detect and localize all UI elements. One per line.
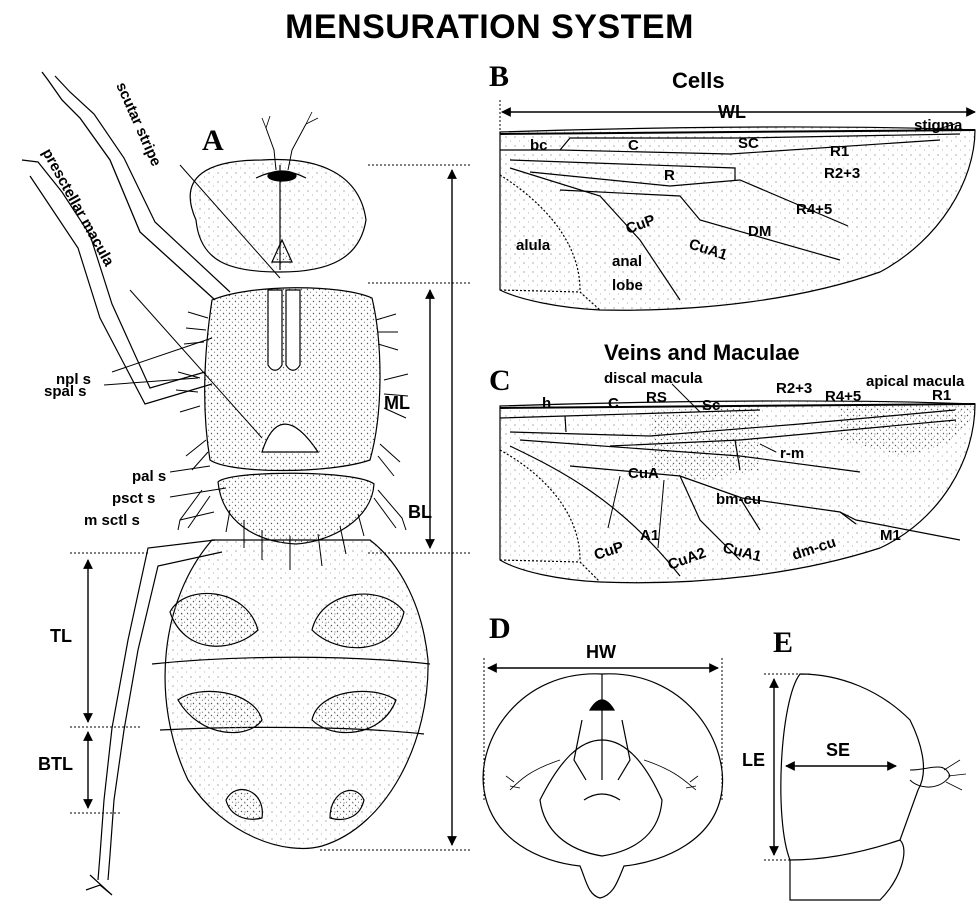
wing-b-outline xyxy=(500,127,975,310)
discal-macula-shape xyxy=(650,408,760,480)
label-tl: TL xyxy=(50,626,72,646)
scutar-stripe-shape xyxy=(268,290,282,370)
label-r1-vein: R1 xyxy=(932,387,951,404)
label-c-cell: C xyxy=(628,137,639,154)
label-cua-vein: CuA xyxy=(628,465,659,482)
label-prescutellar-macula: presctellar macula xyxy=(39,146,118,270)
label-r2-3-cell: R2+3 xyxy=(824,165,860,182)
label-sc-vein: Sc xyxy=(702,397,720,414)
label-m-sctl-s: m sctl s xyxy=(84,512,140,529)
head-lateral-drawing xyxy=(781,674,966,900)
label-r4-5-vein: R4+5 xyxy=(825,388,861,405)
head-frontal-drawing xyxy=(483,674,722,898)
label-m1-vein: M1 xyxy=(880,527,901,544)
fly-body-drawing xyxy=(22,72,430,895)
label-c-vein: C xyxy=(608,395,619,412)
label-rm-vein: r-m xyxy=(780,445,804,462)
head-lateral-outline xyxy=(781,674,924,860)
label-lobe: lobe xyxy=(612,277,643,294)
panel-d-measurements xyxy=(484,658,722,800)
label-dm-cell: DM xyxy=(748,223,771,240)
label-hw: HW xyxy=(586,642,616,662)
fly-scutellum xyxy=(218,473,374,544)
label-ml: ML xyxy=(384,393,410,413)
label-spal-s: spal s xyxy=(44,383,87,400)
label-se: SE xyxy=(826,740,850,760)
label-sc-cell: SC xyxy=(738,135,759,152)
left-middle-leg xyxy=(22,160,205,388)
label-alula: alula xyxy=(516,237,551,254)
label-anal: anal xyxy=(612,253,642,270)
label-scutar-stripe: scutar stripe xyxy=(112,80,164,169)
label-btl: BTL xyxy=(38,754,73,774)
label-r1-cell: R1 xyxy=(830,143,849,160)
wing-cells-drawing xyxy=(500,127,975,310)
label-wl: WL xyxy=(718,102,746,122)
label-r-cell: R xyxy=(664,167,675,184)
label-bl: BL xyxy=(408,502,432,522)
label-pal-s: pal s xyxy=(132,468,166,485)
label-rs-vein: RS xyxy=(646,389,667,406)
label-le: LE xyxy=(742,750,765,770)
label-r2-3-vein: R2+3 xyxy=(776,380,812,397)
label-h-vein: h xyxy=(542,395,551,412)
label-discal-macula: discal macula xyxy=(604,370,703,387)
label-psct-s: psct s xyxy=(112,490,155,507)
label-bmcu-vein: bm-cu xyxy=(716,491,761,508)
label-bc: bc xyxy=(530,137,548,154)
label-a1-vein: A1 xyxy=(640,527,659,544)
label-stigma: stigma xyxy=(914,117,963,134)
label-r4-5-cell: R4+5 xyxy=(796,201,832,218)
